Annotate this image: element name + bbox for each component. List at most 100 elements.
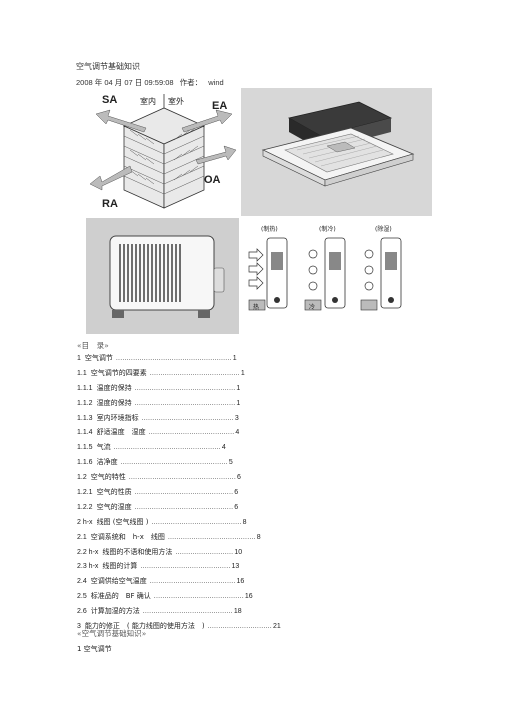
toc-entry-page: 4 (235, 429, 240, 437)
toc-entry-leader: ........................................… (134, 503, 234, 511)
toc-entry-number: 2.2 h-x (77, 548, 99, 556)
toc-entry-title: 空气的湿度 (96, 502, 132, 511)
doc-author: wind (208, 78, 224, 87)
cool-button-label: 冷 (309, 304, 316, 311)
toc-entry-page: 8 (242, 518, 247, 526)
toc-entry-number: 2.1 (77, 533, 87, 541)
heat-button-label: 热 (253, 304, 260, 311)
doc-author-label: 作者： (179, 78, 203, 87)
toc-entry-number: 1.2.1 (77, 489, 93, 497)
toc-entry-number: 1.1.2 (77, 399, 93, 407)
toc-entry-title: 空气调节 (84, 354, 113, 362)
toc-entry-number: 2 h-x (77, 518, 93, 526)
toc-entry-leader: ........................................… (134, 384, 236, 392)
toc-entry-page: 21 (272, 623, 281, 631)
toc-entry-leader: ........................................… (142, 608, 233, 616)
toc-entry-title: 湿度的保持 (96, 398, 132, 407)
toc-entry-leader: ........................................… (134, 489, 234, 497)
toc-entry-page: 6 (234, 503, 239, 511)
toc-entry-leader: ........................................… (113, 444, 221, 452)
toc-entry-page: 4 (221, 444, 226, 452)
toc-entry-number: 1.2 (77, 474, 87, 482)
toc-entry-number: 2.3 h-x (77, 563, 99, 571)
toc-entry-title: 线图的计算 (102, 562, 138, 571)
toc-entry-leader: ........................................ (149, 578, 236, 586)
toc-entry-title: 空气调节的四要素 (90, 368, 147, 377)
label-indoor: 室内 (140, 97, 156, 106)
toc-entry-title: 计算加湿的方法 (90, 607, 140, 616)
toc-entry-title: 室内环境指标 (96, 413, 139, 422)
toc-entry-leader: .............................. (207, 623, 272, 631)
toc-entry-leader: ........................................… (140, 563, 231, 571)
toc-entry-page: 5 (228, 459, 233, 467)
toc-entry-page: 16 (244, 593, 253, 601)
toc-entry-page: 1 (240, 369, 245, 377)
label-ea: EA (212, 100, 228, 112)
toc-entry-title: 线图 (空气线图 ) (96, 517, 149, 526)
toc-entry-leader: ........................................… (151, 518, 242, 526)
figure-grid: SA EA OA RA 室内 室外 (86, 88, 432, 334)
toc-entry-number: 1.1.4 (77, 429, 93, 437)
label-sa: SA (102, 94, 118, 106)
toc-entry-leader: ........................................… (120, 459, 228, 467)
label-ra: RA (102, 198, 118, 210)
section-first-heading: 1 空气调节 (77, 645, 112, 653)
toc-entry-title: 温度的保持 (96, 383, 132, 392)
toc-entry-leader: ........................... (175, 548, 234, 556)
toc-entry-title: 气流 (96, 443, 111, 452)
toc-entry-number: 1.1.6 (77, 459, 93, 467)
mode-heat-label: (制热) (261, 226, 278, 233)
toc-entry-number: 1 (77, 355, 81, 362)
toc-entry-page: 6 (234, 489, 239, 497)
label-outdoor: 室外 (168, 97, 184, 106)
toc-entry-title: 空调供给空气温度 (90, 577, 147, 586)
label-oa: OA (204, 174, 221, 186)
toc-entry-number: 1.1 (77, 369, 87, 377)
heat-exchanger-illustration: SA EA OA RA 室内 室外 (86, 88, 239, 216)
section-heading: «空气调节基础知识» (77, 629, 147, 638)
mode-dry-label: (除湿) (375, 226, 392, 233)
outdoor-unit-illustration (86, 218, 239, 334)
toc-entry-number: 2.5 (77, 593, 87, 601)
remote-controller-illustration: (制热) (制冷) (除湿) 热 冷 (241, 218, 432, 334)
toc-entry-page: 18 (233, 608, 242, 616)
toc-entry-number: 2.6 (77, 608, 87, 616)
toc-entry-number: 1.1.3 (77, 414, 93, 422)
toc-entry-number: 1.1.5 (77, 444, 93, 452)
toc-heading: «目 录» (77, 341, 109, 350)
toc-entry-leader: ........................................ (148, 429, 235, 437)
doc-date: 2008 年 04 月 07 日 09:59:08 (76, 78, 174, 87)
toc-entry-page: 1 (236, 399, 241, 407)
toc-entry-page: 10 (234, 548, 243, 556)
toc-entry-title: 标准品的 BF 确认 (90, 592, 151, 601)
toc-entry-title: 能力的修正 ( 能力线图的使用方法 ) (84, 622, 205, 631)
doc-meta: 2008 年 04 月 07 日 09:59:08 作者： wind (76, 77, 228, 88)
toc-entry-page: 6 (236, 474, 241, 482)
mode-cool-label: (制冷) (319, 226, 336, 233)
toc-entry-leader: ........................................… (115, 355, 232, 362)
toc-entry-title: 线图的不语和使用方法 (102, 547, 173, 556)
toc-entry-number: 2.4 (77, 578, 87, 586)
toc-entry-title: 空气的特性 (90, 473, 126, 482)
toc-entry-page: 1 (236, 384, 241, 392)
